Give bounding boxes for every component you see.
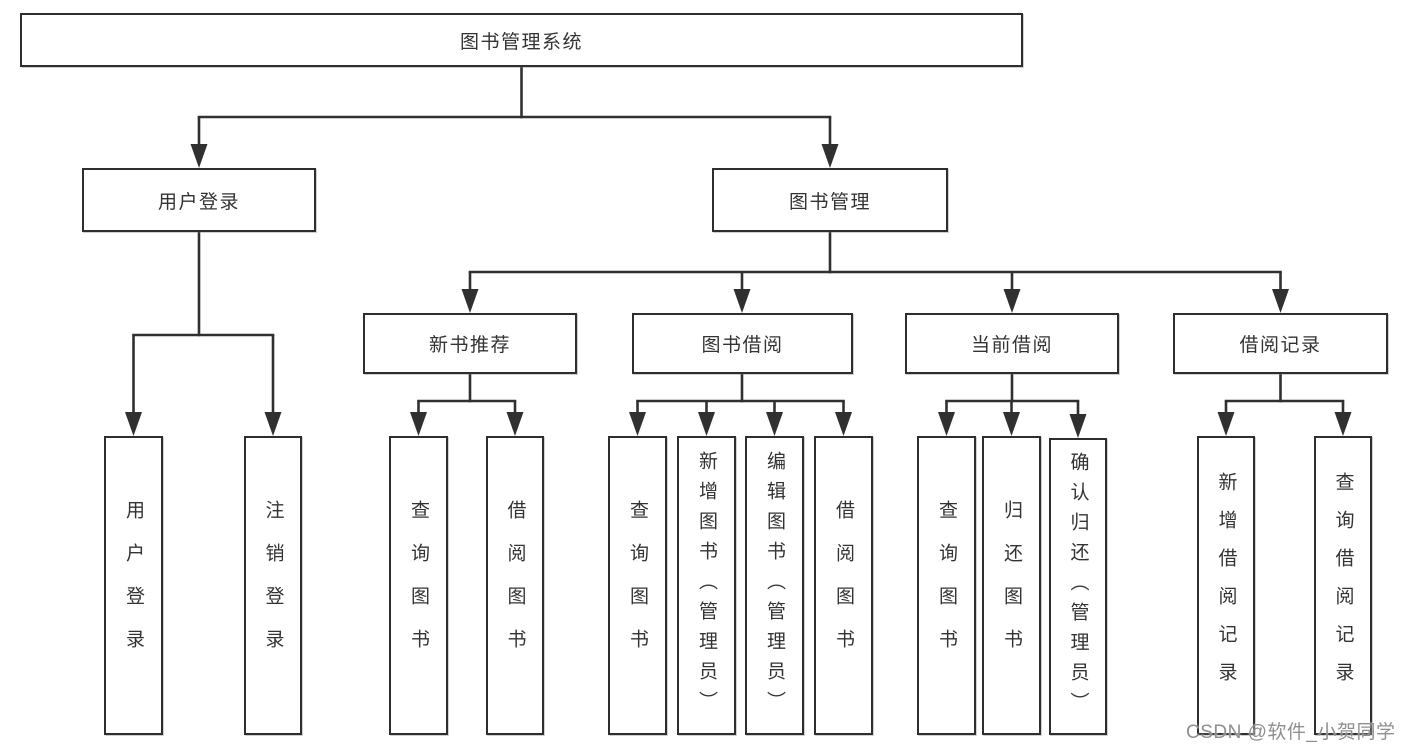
leaf-add-book-admin: 新增图书（管理员） — [677, 436, 736, 735]
edge-current-borrow-to-leaves — [938, 374, 1087, 438]
arrowhead-icon — [125, 412, 142, 436]
edge-book-borrow-to-leaves — [629, 374, 852, 436]
csdn-watermark: CSDN @软件_小贺同学 — [1186, 722, 1396, 743]
arrowhead-icon — [1272, 289, 1289, 313]
node-label: 编辑图书（管理员） — [764, 450, 785, 721]
node-label: 借阅图书 — [504, 499, 526, 672]
arrowhead-icon — [1003, 412, 1020, 436]
node-new-book-recommend: 新书推荐 — [363, 313, 577, 374]
leaf-return-book: 归还图书 — [982, 436, 1041, 735]
node-label: 借阅记录 — [1239, 335, 1322, 356]
node-label: 图书管理 — [788, 191, 871, 213]
edge-book-management-to-level3 — [461, 232, 1289, 313]
arrowhead-icon — [190, 144, 208, 168]
node-label: 查询图书 — [627, 499, 648, 672]
node-current-borrow: 当前借阅 — [905, 313, 1119, 374]
arrowhead-icon — [1003, 289, 1021, 313]
node-label: 归还图书 — [1001, 499, 1022, 672]
arrowhead-icon — [1069, 414, 1087, 438]
node-label: 新增图书（管理员） — [696, 450, 717, 721]
node-label: 查询图书 — [408, 499, 429, 672]
leaf-edit-book-admin: 编辑图书（管理员） — [745, 436, 804, 735]
arrowhead-icon — [410, 412, 427, 436]
node-label: 当前借阅 — [970, 335, 1053, 356]
node-label: 图书管理系统 — [459, 31, 583, 53]
arrowhead-icon — [506, 412, 524, 436]
arrowhead-icon — [1334, 412, 1352, 436]
leaf-query-books-current: 查询图书 — [917, 436, 976, 735]
edge-root-to-level2 — [190, 67, 839, 168]
leaf-query-borrow-record: 查询借阅记录 — [1314, 436, 1372, 735]
leaf-logout: 注销登录 — [244, 436, 302, 735]
node-label: 图书借阅 — [701, 335, 784, 356]
node-label: 查询图书 — [936, 499, 957, 672]
leaf-user-login: 用户登录 — [104, 436, 163, 735]
node-label: 新书推荐 — [428, 335, 511, 356]
arrowhead-icon — [821, 144, 839, 168]
edge-borrow-records-to-leaves — [1217, 374, 1352, 436]
leaf-confirm-return-admin: 确认归还（管理员） — [1049, 438, 1107, 735]
node-root-system: 图书管理系统 — [20, 13, 1023, 67]
node-borrow-records: 借阅记录 — [1173, 313, 1388, 374]
arrowhead-icon — [766, 412, 783, 436]
arrowhead-icon — [835, 412, 852, 436]
node-book-management: 图书管理 — [712, 168, 948, 232]
node-label: 查询借阅记录 — [1332, 471, 1354, 700]
arrowhead-icon — [698, 412, 715, 436]
node-label: 借阅图书 — [833, 499, 854, 672]
leaf-query-books-recommend: 查询图书 — [389, 436, 448, 735]
node-label: 注销登录 — [262, 499, 284, 672]
arrowhead-icon — [1217, 412, 1235, 436]
node-label: 用户登录 — [123, 499, 144, 672]
arrowhead-icon — [629, 412, 646, 436]
arrowhead-icon — [461, 289, 479, 313]
edge-new-book-to-leaves — [410, 374, 524, 436]
node-label: 新增借阅记录 — [1215, 471, 1237, 700]
edge-user-login-to-leaves — [125, 232, 282, 436]
arrowhead-icon — [264, 412, 282, 436]
arrowhead-icon — [733, 289, 751, 313]
node-user-login: 用户登录 — [82, 168, 316, 232]
leaf-borrow-books: 借阅图书 — [814, 436, 873, 735]
leaf-borrow-books-recommend: 借阅图书 — [486, 436, 544, 735]
node-book-borrow: 图书借阅 — [632, 313, 853, 374]
leaf-add-borrow-record: 新增借阅记录 — [1197, 436, 1255, 735]
arrowhead-icon — [938, 412, 955, 436]
node-label: 用户登录 — [157, 191, 240, 213]
leaf-query-books-borrow: 查询图书 — [608, 436, 667, 735]
node-label: 确认归还（管理员） — [1067, 451, 1089, 722]
